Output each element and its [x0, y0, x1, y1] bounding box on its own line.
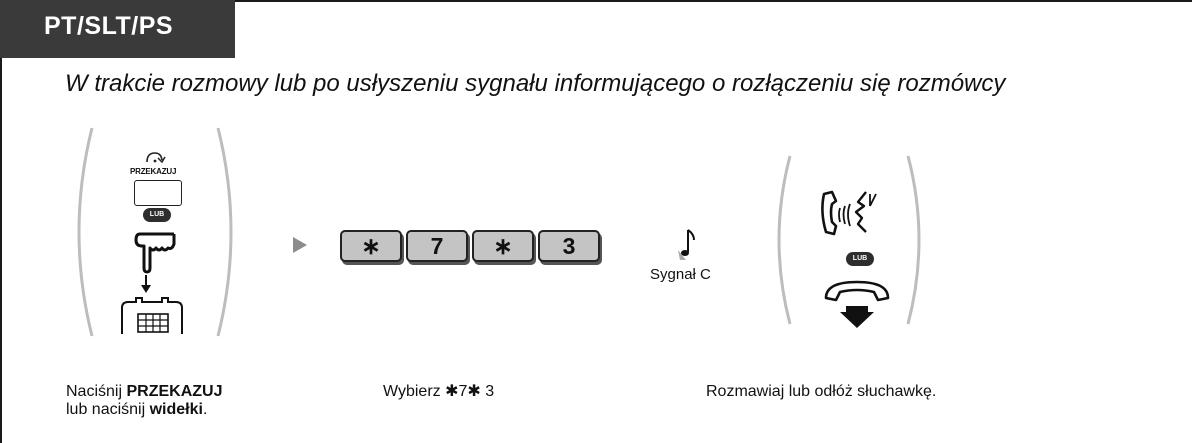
- hand-press-icon: [134, 232, 176, 274]
- hang-up-icon: [824, 280, 890, 328]
- tone-label: Sygnał C: [650, 266, 711, 283]
- tone-note-icon: [678, 229, 695, 260]
- phone-type-label: PT/SLT/PS: [44, 12, 174, 40]
- step2-instruction: Wybierz ✱7✱ 3: [383, 383, 495, 400]
- star-key[interactable]: ∗: [340, 230, 402, 262]
- talk-icon: [821, 190, 877, 236]
- three-key[interactable]: 3: [538, 230, 600, 262]
- step1-parentheses: [77, 127, 233, 337]
- phone-type-tab: PT/SLT/PS: [0, 0, 235, 58]
- step1-instruction: Naciśnij PRZEKAZUJ lub naciśnij widełki.: [66, 383, 223, 418]
- transfer-button-label: PRZEKAZUJ: [130, 167, 177, 176]
- step3-instruction: Rozmawiaj lub odłóż słuchawkę.: [706, 383, 937, 400]
- or-badge: LUB: [846, 252, 874, 266]
- hookswitch-icon: [121, 297, 183, 334]
- step3-parentheses: [777, 155, 921, 325]
- or-badge: LUB: [143, 208, 171, 222]
- seven-key[interactable]: 7: [406, 230, 468, 262]
- down-arrow-icon: [141, 275, 151, 293]
- next-step-arrow-icon: [293, 237, 307, 253]
- condition-subtitle: W trakcie rozmowy lub po usłyszeniu sygn…: [65, 70, 1006, 97]
- transfer-arrow-icon: [146, 152, 166, 164]
- star-key[interactable]: ∗: [472, 230, 534, 262]
- transfer-button[interactable]: [134, 180, 182, 206]
